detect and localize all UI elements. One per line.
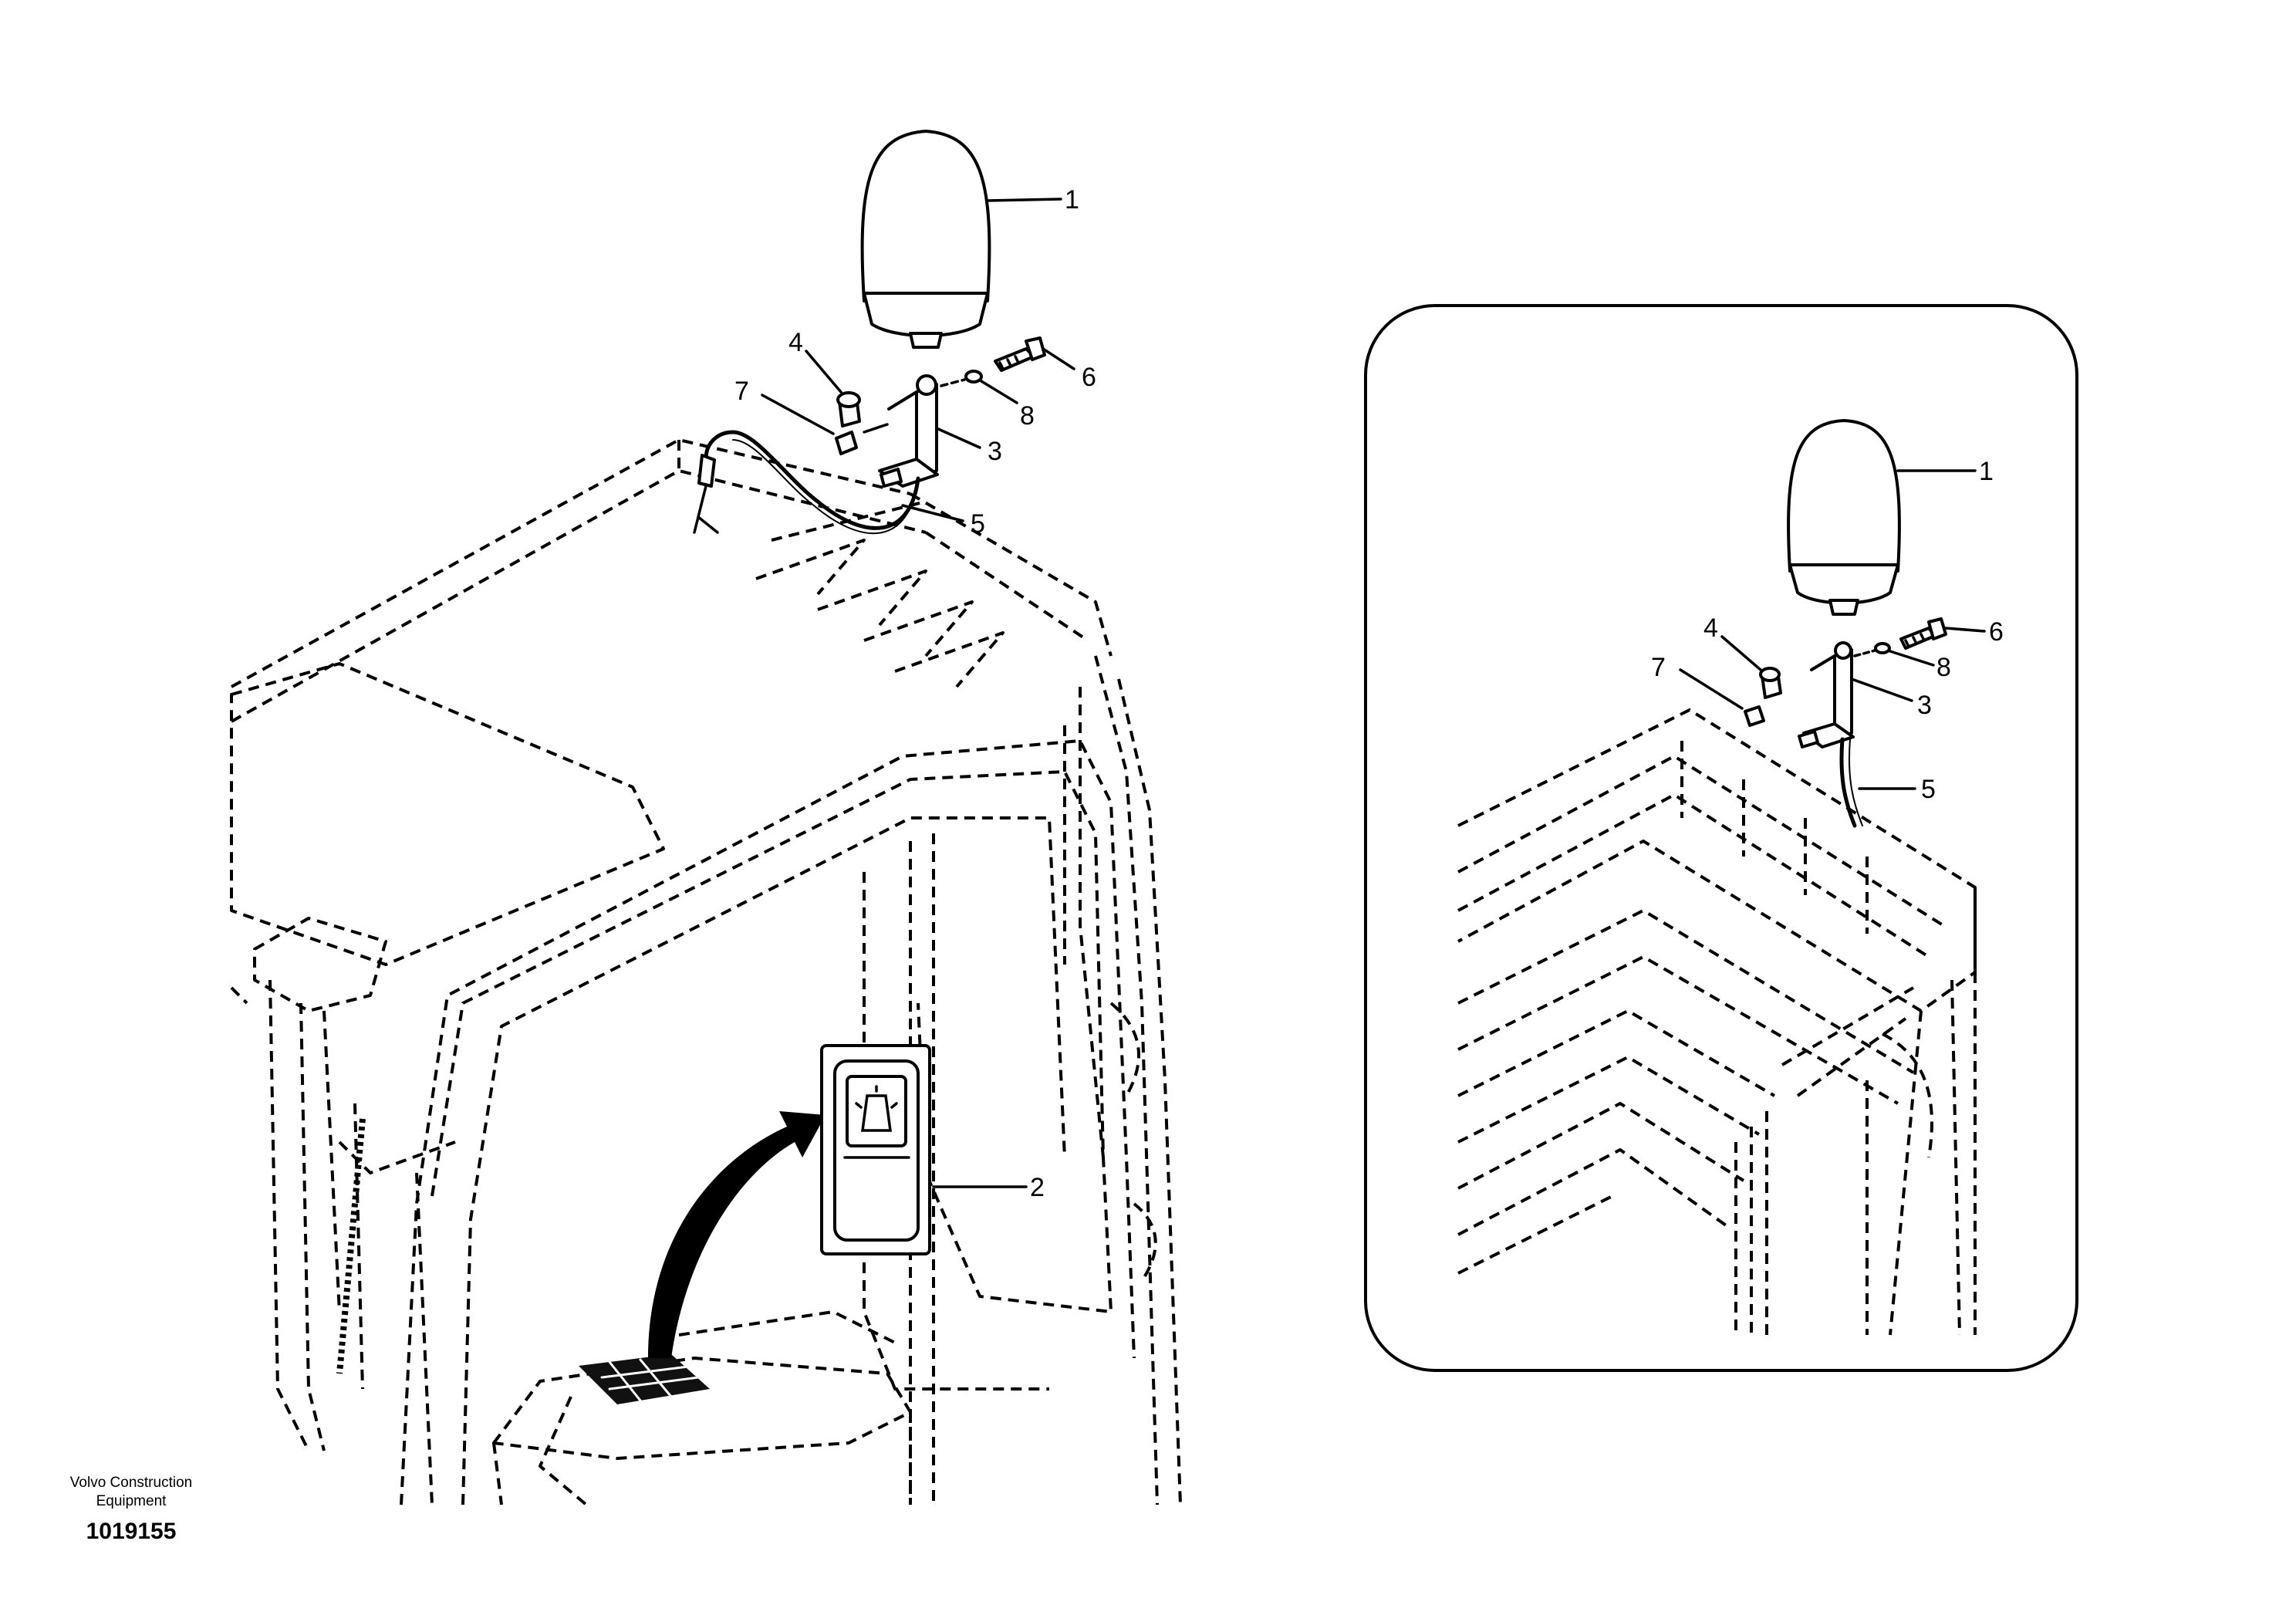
callout-detail-4: 4 (1703, 613, 1718, 643)
drawing-number: 1019155 (86, 1519, 177, 1544)
cable-main (693, 430, 920, 535)
callout-detail-1: 1 (1979, 457, 1994, 486)
callout-main-4: 4 (788, 328, 803, 357)
callout-main-8: 8 (1020, 401, 1035, 431)
callout-main-7: 7 (734, 377, 749, 406)
callout-detail-7: 7 (1651, 653, 1666, 682)
callout-detail-6: 6 (1989, 617, 2004, 647)
callout-main-6: 6 (1082, 363, 1096, 392)
bracket-assembly-main (835, 336, 1046, 488)
beacon-lamp-main (860, 130, 991, 349)
callout-main-2: 2 (1030, 1173, 1045, 1202)
callout-detail-3: 3 (1917, 691, 1932, 720)
callouts-detail: 1 3 4 5 6 7 8 (1651, 457, 2004, 804)
callout-main-3: 3 (988, 437, 1002, 466)
callouts-main: 1 2 3 4 5 6 7 8 (734, 185, 1096, 1202)
pedal-grid (579, 1354, 710, 1404)
detail-view (1364, 304, 2078, 1372)
callout-main-5: 5 (971, 509, 985, 539)
callout-detail-5: 5 (1921, 775, 1936, 804)
rocker-switch (820, 1044, 931, 1255)
company-name: Volvo Construction Equipment (69, 1475, 193, 1509)
cab-outline (230, 438, 1182, 1506)
pointer-arrow (648, 1111, 826, 1358)
callout-main-1: 1 (1065, 185, 1079, 215)
leader-lines (761, 198, 1986, 1188)
callout-detail-8: 8 (1936, 653, 1951, 682)
